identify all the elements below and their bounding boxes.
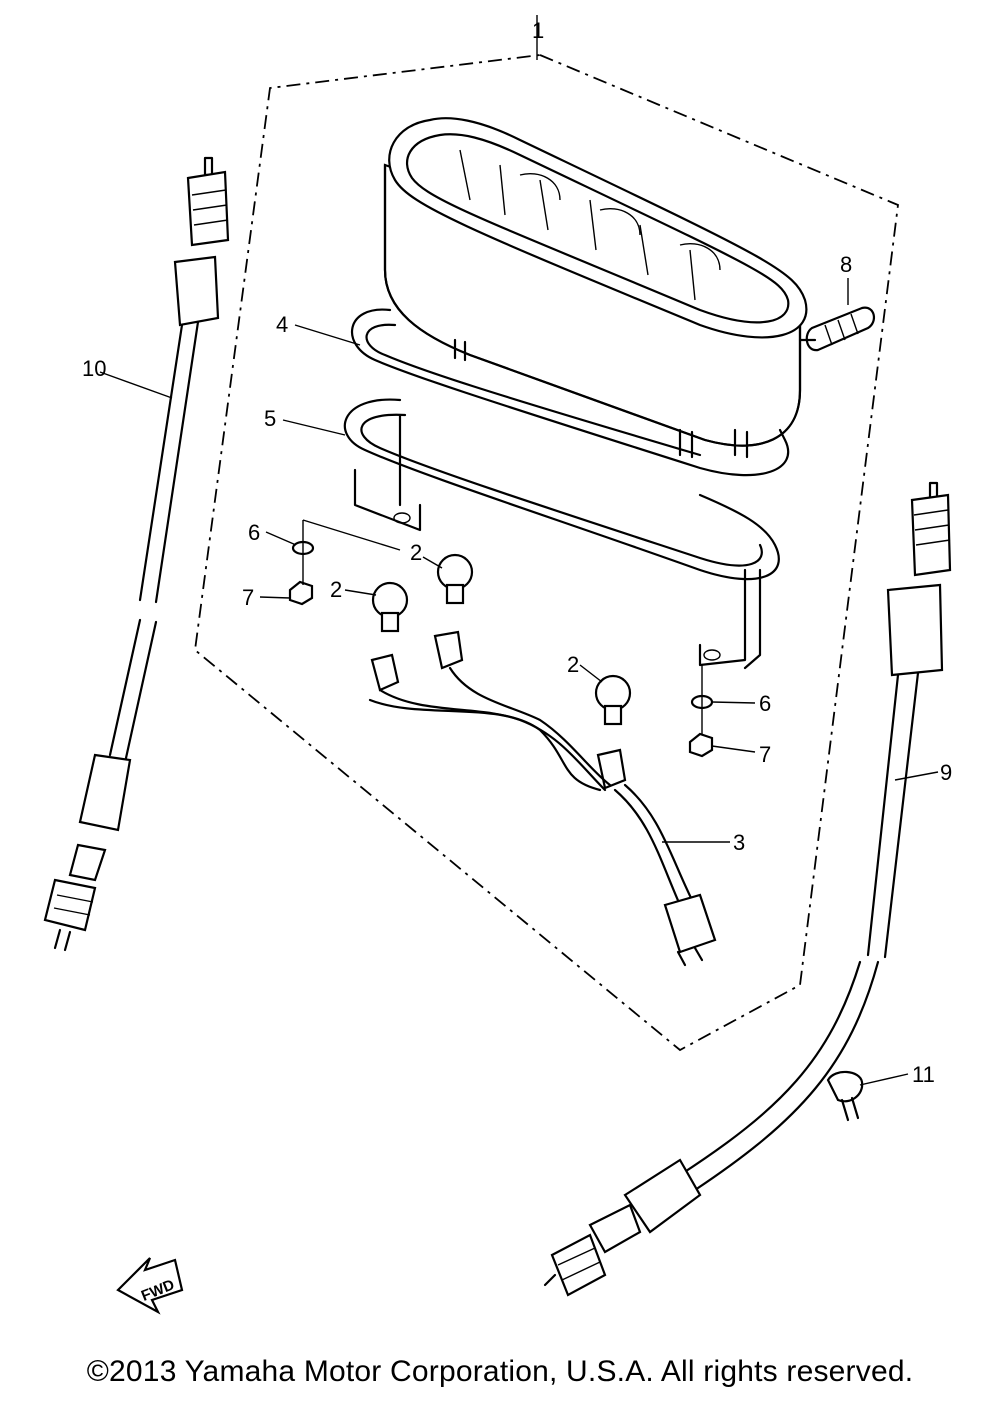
callout-10: 10 — [82, 356, 106, 381]
washers-nuts — [288, 519, 714, 758]
callout-7b: 7 — [759, 742, 771, 767]
callout-2c: 2 — [567, 652, 579, 677]
leader-lines — [99, 278, 939, 1086]
callout-4: 4 — [276, 312, 288, 337]
meter-housing — [383, 117, 808, 459]
callout-8: 8 — [840, 252, 852, 277]
callout-11: 11 — [912, 1062, 935, 1087]
trip-knob — [798, 306, 876, 352]
fwd-arrow-icon: FWD — [116, 1257, 184, 1315]
wire-harness — [368, 630, 717, 967]
gasket — [350, 308, 790, 477]
parts-diagram: FWD 1 2 2 2 3 4 5 6 6 7 7 8 9 10 11 — [43, 15, 952, 1315]
right-speedo-cable — [543, 481, 952, 1297]
callout-2b: 2 — [330, 577, 342, 602]
copyright-notice: ©2013 Yamaha Motor Corporation, U.S.A. A… — [86, 1355, 914, 1388]
callout-9: 9 — [940, 760, 952, 785]
callout-6b: 6 — [759, 691, 771, 716]
callout-3: 3 — [733, 830, 745, 855]
bulbs — [371, 553, 632, 726]
left-speedo-cable — [43, 156, 230, 952]
callout-6a: 6 — [248, 520, 260, 545]
callout-5: 5 — [264, 406, 276, 431]
callout-2a: 2 — [410, 540, 422, 565]
bracket-ring — [343, 398, 780, 670]
cable-clamp — [826, 1070, 864, 1122]
assembly-boundary — [194, 54, 899, 1052]
callout-1: 1 — [532, 18, 544, 43]
callout-7a: 7 — [242, 585, 254, 610]
